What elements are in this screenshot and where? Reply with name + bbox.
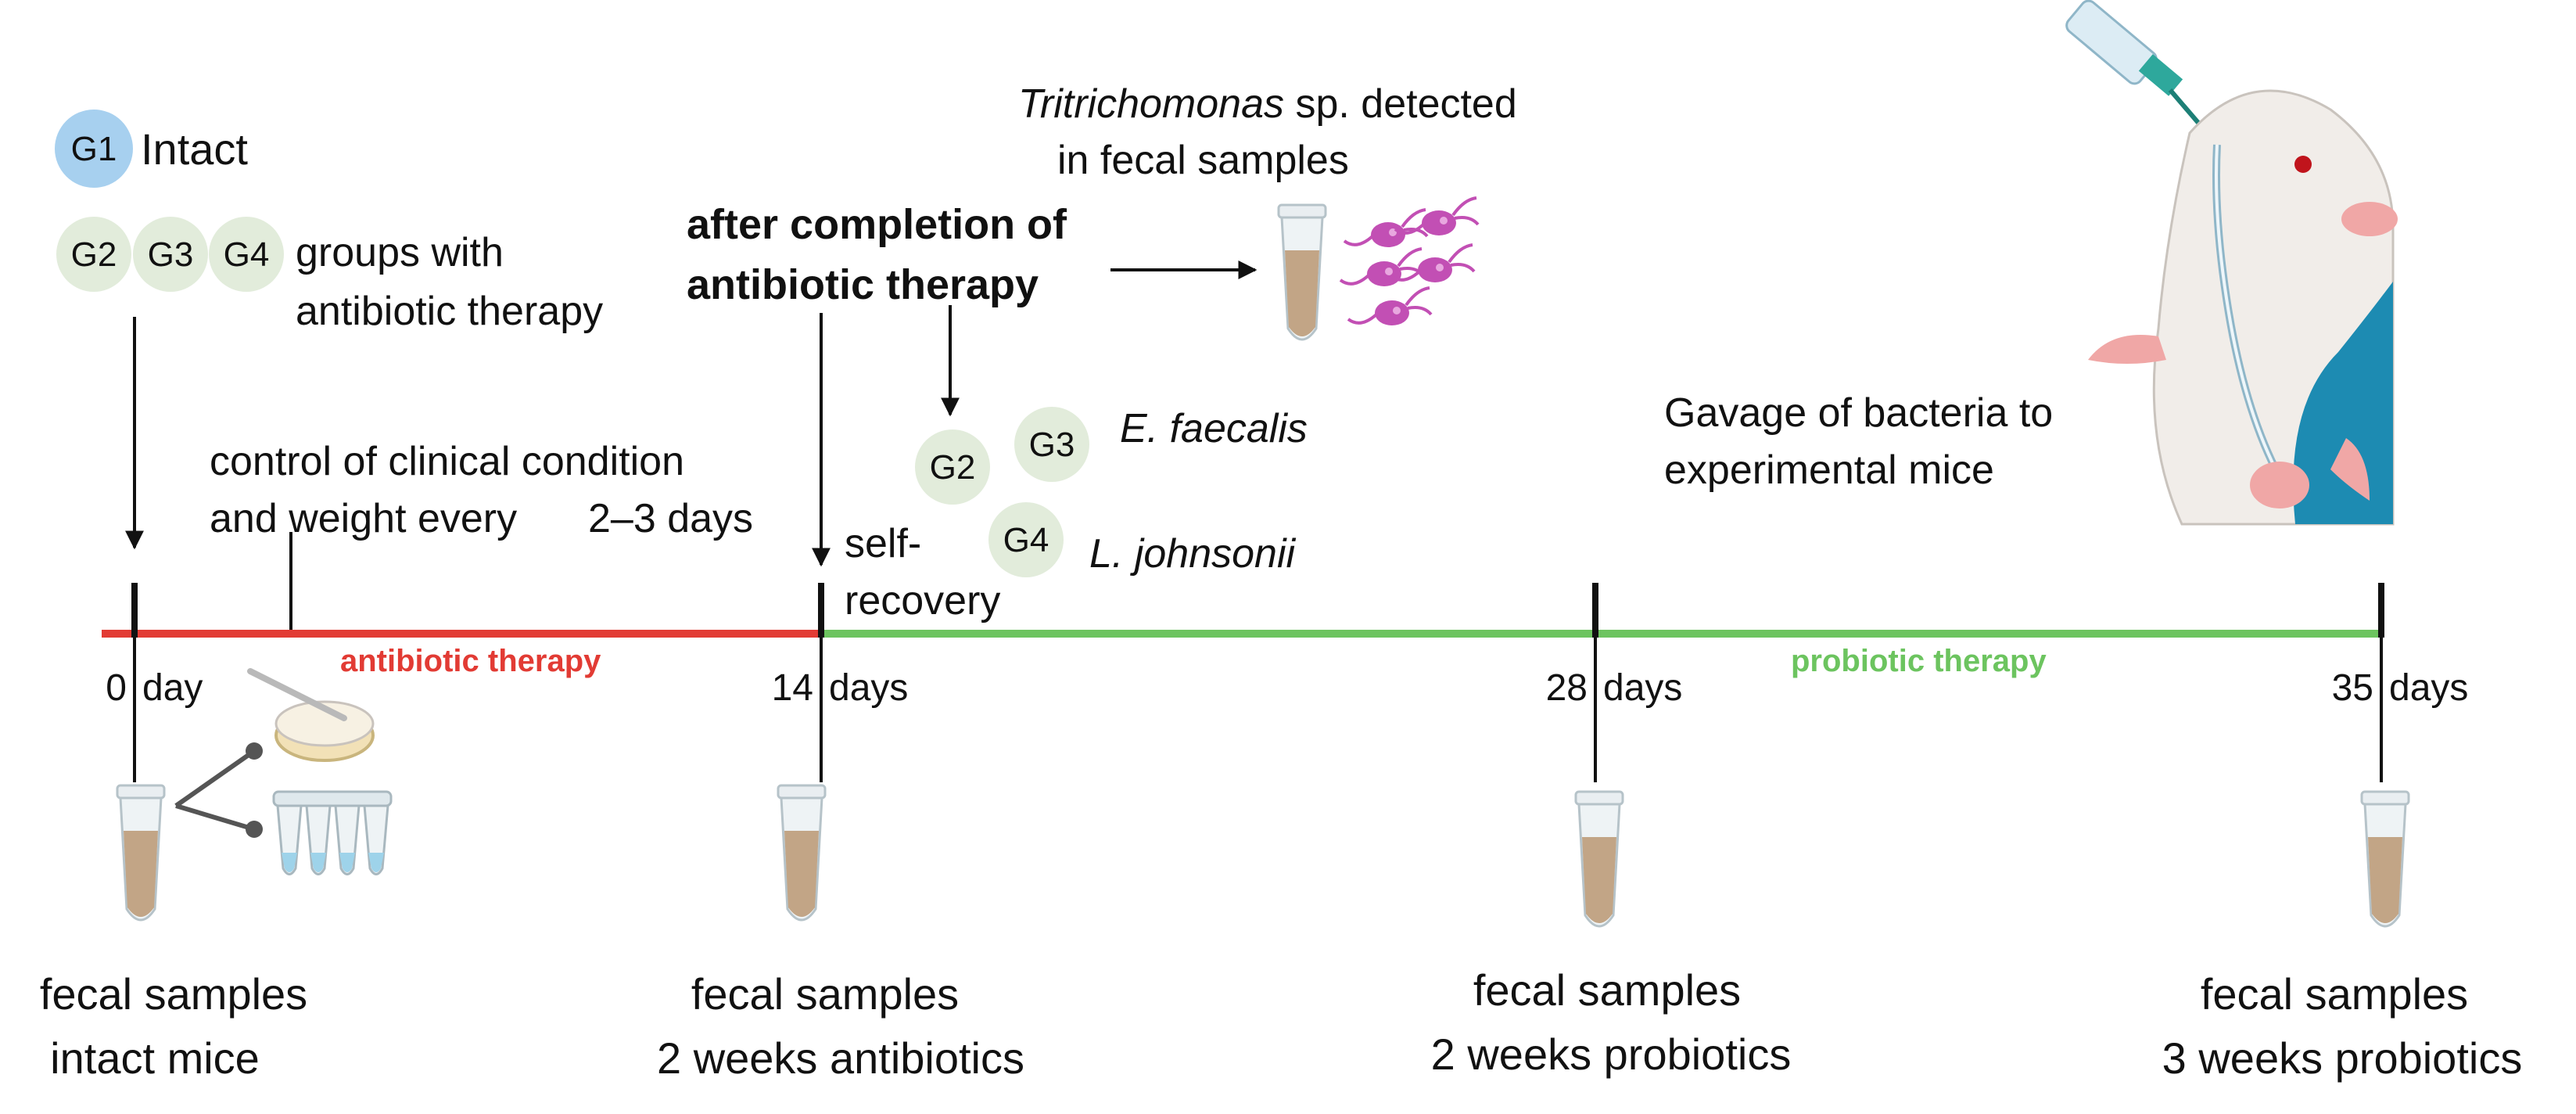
pcr-tubes-icon (272, 790, 393, 875)
g3-probiotic-circle (1014, 407, 1089, 482)
sample-35-line2: 3 weeks probiotics (2162, 1033, 2523, 1083)
g3-probiotic-label: G3 (1029, 426, 1075, 464)
self-recovery-line2: recovery (845, 578, 1000, 623)
self-recovery-line1: self- (845, 521, 921, 566)
timepoint-14-num: 14 (772, 667, 813, 709)
sample-0-line1: fecal samples (40, 969, 307, 1019)
group-legend: G1 Intact G2 G3 G4 groups with antibioti… (55, 110, 603, 334)
sample-28-line2: 2 weeks probiotics (1431, 1030, 1792, 1079)
timepoint-35-num: 35 (2332, 667, 2373, 709)
g2-label: G2 (71, 235, 117, 274)
sample-14-line2: 2 weeks antibiotics (657, 1033, 1024, 1083)
sample-28-line1: fecal samples (1473, 965, 1741, 1015)
g2-probiotic-circle (915, 429, 990, 505)
petri-dish-icon (247, 668, 375, 762)
tritrichomonas-rest: sp. detected (1284, 81, 1517, 127)
sample-tube-35-icon (2360, 790, 2410, 928)
gavage-mouse-illustration (2065, 0, 2398, 526)
g4-probiotic-circle (988, 502, 1064, 577)
gavage-note-line2: experimental mice (1664, 447, 1994, 493)
sample-35-line1: fecal samples (2201, 969, 2468, 1019)
g3-label: G3 (148, 235, 194, 274)
timepoint-0: 0 day (106, 583, 203, 782)
g4-probiotic-label: G4 (1003, 521, 1049, 559)
parasites-icon (1339, 196, 1480, 327)
g3-circle (133, 217, 208, 292)
antibiotic-groups-label-1: groups with (296, 230, 504, 275)
antibiotic-phase-label: antibiotic therapy (340, 644, 601, 678)
control-note-days: 2–3 days (588, 496, 753, 541)
sample-0-line2: intact mice (50, 1033, 260, 1083)
l-johnsonii-label: L. johnsonii (1089, 531, 1297, 577)
tritrichomonas-italic: Tritrichomonas (1018, 81, 1284, 127)
gavage-note-line1: Gavage of bacteria to (1664, 390, 2053, 436)
after-completion-line2: antibiotic therapy (687, 261, 1039, 308)
timepoint-35: 35 days (2332, 583, 2468, 782)
control-note-line2: and weight every (210, 496, 517, 541)
g1-circle (55, 110, 133, 188)
tritrichomonas-tube-icon (1277, 203, 1327, 341)
sample-14-line1: fecal samples (691, 969, 959, 1019)
sample-tube-28-icon (1574, 790, 1624, 928)
g1-label: G1 (71, 130, 117, 168)
sample-tube-14-icon (777, 784, 827, 922)
timepoint-28-num: 28 (1546, 667, 1588, 709)
g4-circle (209, 217, 284, 292)
g2-circle (56, 217, 131, 292)
timepoint-0-unit: day (142, 667, 203, 709)
g1-description: Intact (141, 124, 248, 174)
lab-analysis-icons (174, 668, 393, 875)
tritrichomonas-note-line1: Tritrichomonas sp. detected (1018, 81, 1517, 127)
timepoint-35-unit: days (2389, 667, 2468, 709)
timepoint-0-num: 0 (106, 667, 127, 709)
g2-probiotic-label: G2 (930, 448, 976, 487)
timepoint-28: 28 days (1546, 583, 1682, 782)
sample-tube-0-icon (116, 784, 166, 922)
tritrichomonas-note-line2: in fecal samples (1057, 138, 1349, 183)
timepoint-14: 14 days (772, 583, 908, 782)
g4-label: G4 (224, 235, 270, 274)
after-completion-line1: after completion of (687, 201, 1067, 248)
control-note-line1: control of clinical condition (210, 439, 684, 484)
timepoint-28-unit: days (1603, 667, 1682, 709)
probiotic-phase-label: probiotic therapy (1791, 644, 2047, 678)
timepoint-14-unit: days (829, 667, 908, 709)
antibiotic-groups-label-2: antibiotic therapy (296, 289, 603, 334)
e-faecalis-label: E. faecalis (1120, 406, 1308, 451)
